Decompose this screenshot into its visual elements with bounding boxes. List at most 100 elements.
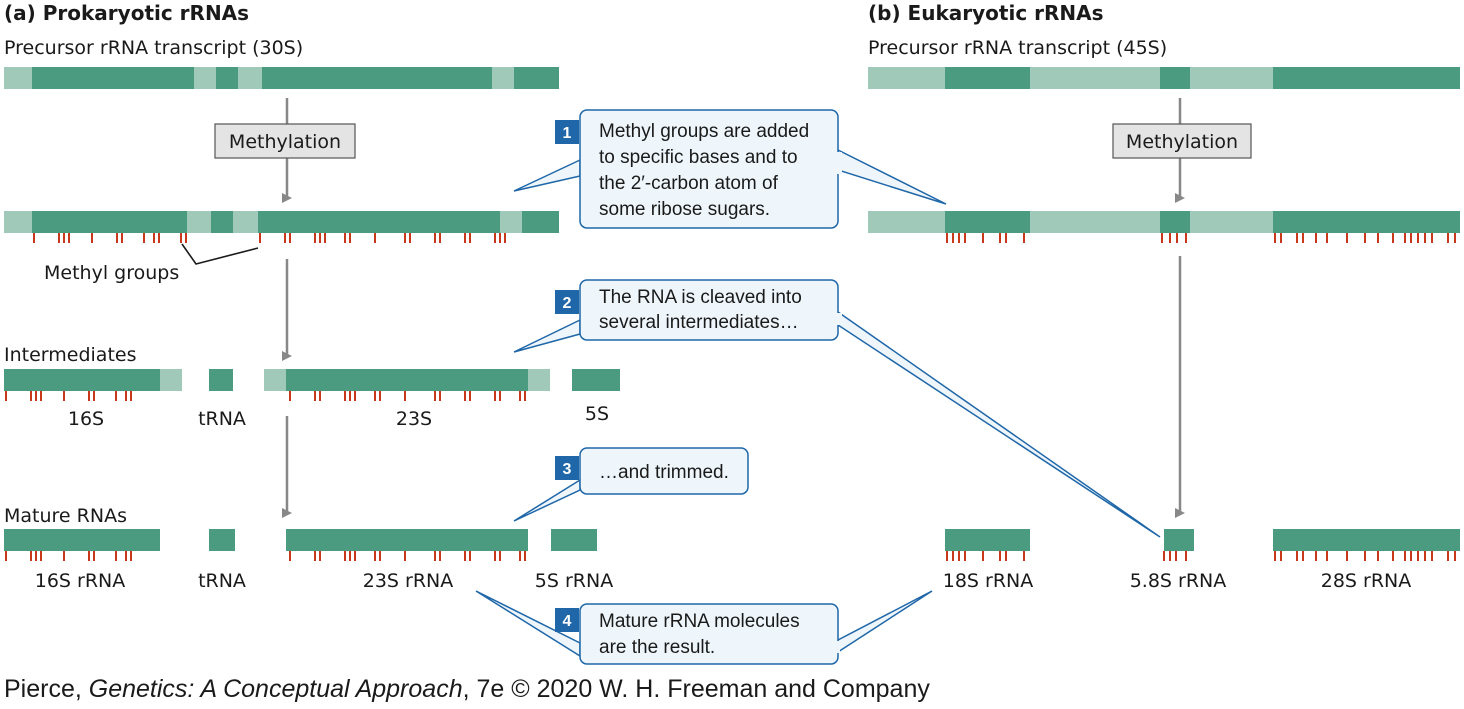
step-3-pointer <box>513 478 581 522</box>
spacer-segment <box>233 211 258 233</box>
step-2-callout: 2 The RNA is cleaved into several interm… <box>513 279 1161 538</box>
panel-a-mature-ticks <box>5 551 526 561</box>
5-8s-segment <box>1160 211 1190 233</box>
panel-a-intermediate-ticks <box>5 391 526 401</box>
panel-b-methylation-box <box>1112 123 1252 159</box>
spacer-segment <box>264 369 286 391</box>
mature-label-23s: 23S rRNA <box>363 570 454 592</box>
step-2-text-line: several intermediates… <box>599 312 799 333</box>
spacer-segment <box>528 369 550 391</box>
intermediate-label-trna: tRNA <box>198 408 246 430</box>
intermediate-label-16s: 16S <box>68 408 104 430</box>
step-3-number: 3 <box>563 461 572 478</box>
panel-a-methylated-bar <box>4 211 559 233</box>
step-2-pointer-right <box>837 310 1161 538</box>
spacer-segment <box>187 211 211 233</box>
spacer-segment <box>868 67 945 89</box>
panel-b-methylation-label: Methylation <box>1126 131 1238 153</box>
spacer-segment <box>4 211 32 233</box>
5s-rrna <box>551 529 597 551</box>
panel-b-precursor-label: Precursor rRNA transcript (45S) <box>868 37 1167 59</box>
step-1-text-line: some ribose sugars. <box>599 199 770 220</box>
panel-a-precursor-label: Precursor rRNA transcript (30S) <box>4 37 303 59</box>
mature-label-5s: 5S rRNA <box>535 570 613 592</box>
18s-segment <box>945 67 1030 89</box>
step-4-text-line: are the result. <box>599 637 715 658</box>
trna-segment <box>211 211 233 233</box>
23s-intermediate <box>286 369 528 391</box>
mature-label-16s: 16S rRNA <box>35 570 126 592</box>
16s-intermediate <box>4 369 160 391</box>
credit-book-title: Genetics: A Conceptual Approach <box>88 675 463 703</box>
methyl-groups-label: Methyl groups <box>44 262 179 284</box>
step-1-badge <box>555 120 579 144</box>
credit-suffix: , 7e © 2020 W. H. Freeman and Company <box>462 675 930 703</box>
spacer-segment <box>868 211 945 233</box>
spacer-segment <box>194 67 216 89</box>
panel-a-intermediates-bars <box>4 369 620 391</box>
panel-a-methylation-box <box>214 123 356 159</box>
23s-rrna <box>286 529 528 551</box>
rrna-segment <box>262 67 492 89</box>
trna-intermediate <box>209 369 233 391</box>
spacer-segment <box>1190 211 1273 233</box>
step-4-box <box>579 603 839 665</box>
mature-label-28s: 28S rRNA <box>1321 570 1412 592</box>
mask <box>582 481 602 491</box>
spacer-segment <box>500 211 522 233</box>
mature-label-trna: tRNA <box>198 570 246 592</box>
panel-b-methylated-bar <box>868 211 1460 233</box>
intermediate-label-5s: 5S <box>585 403 609 425</box>
step-1-callout: 1 Methyl groups are added to specific ba… <box>513 109 947 229</box>
step-1-text-line: to specific bases and to <box>599 147 798 168</box>
spacer-segment <box>160 369 182 391</box>
panel-a-mature-label: Mature RNAs <box>4 505 127 527</box>
panel-a-methyl-ticks <box>33 233 506 243</box>
panel-a-precursor-bar <box>4 67 559 89</box>
mask <box>820 152 842 174</box>
panel-a-methylation-label: Methylation <box>229 131 341 153</box>
18s-segment <box>945 211 1030 233</box>
spacer-segment <box>4 67 32 89</box>
rrna-segment <box>514 67 559 89</box>
18s-rrna <box>945 529 1030 551</box>
5-8s-rrna <box>1164 529 1194 551</box>
mask <box>582 643 602 657</box>
mature-label-5-8s: 5.8S rRNA <box>1130 570 1227 592</box>
mask <box>582 321 604 335</box>
rrna-segment <box>258 211 500 233</box>
credit-prefix: Pierce, <box>4 675 89 703</box>
spacer-segment <box>238 67 262 89</box>
panel-a-title: (a) Prokaryotic rRNAs <box>4 1 249 25</box>
step-2-number: 2 <box>563 295 572 312</box>
panel-a-intermediates-label: Intermediates <box>4 344 136 366</box>
step-1-pointer-right <box>837 148 947 205</box>
mature-label-18s: 18S rRNA <box>943 570 1034 592</box>
step-1-text-line: the 2′-carbon atom of <box>599 173 779 194</box>
step-1-text-line: Methyl groups are added <box>599 121 809 142</box>
intermediate-label-23s: 23S <box>396 408 432 430</box>
step-2-box <box>579 279 839 341</box>
spacer-segment <box>492 67 514 89</box>
step-3-text-line: …and trimmed. <box>599 462 729 483</box>
step-4-text-line: Mature rRNA molecules <box>599 611 800 632</box>
mask <box>582 162 604 184</box>
step-1-number: 1 <box>563 125 572 142</box>
methyl-groups-pointer <box>181 243 259 265</box>
28s-segment <box>1273 211 1460 233</box>
spacer-segment <box>1030 211 1160 233</box>
step-3-callout: 3 …and trimmed. <box>513 447 749 522</box>
rrna-segment <box>32 211 187 233</box>
rrna-segment <box>522 211 559 233</box>
panel-b-title: (b) Eukaryotic rRNAs <box>868 1 1104 25</box>
trna-segment <box>216 67 238 89</box>
step-1-pointer-left <box>513 158 581 192</box>
16s-rrna <box>4 529 160 551</box>
step-4-callout: 4 Mature rRNA molecules are the result. <box>475 590 933 665</box>
panel-b-methyl-ticks <box>946 233 1456 243</box>
mask <box>820 641 840 653</box>
spacer-segment <box>1190 67 1273 89</box>
28s-segment <box>1273 67 1460 89</box>
28s-rrna <box>1273 529 1460 551</box>
